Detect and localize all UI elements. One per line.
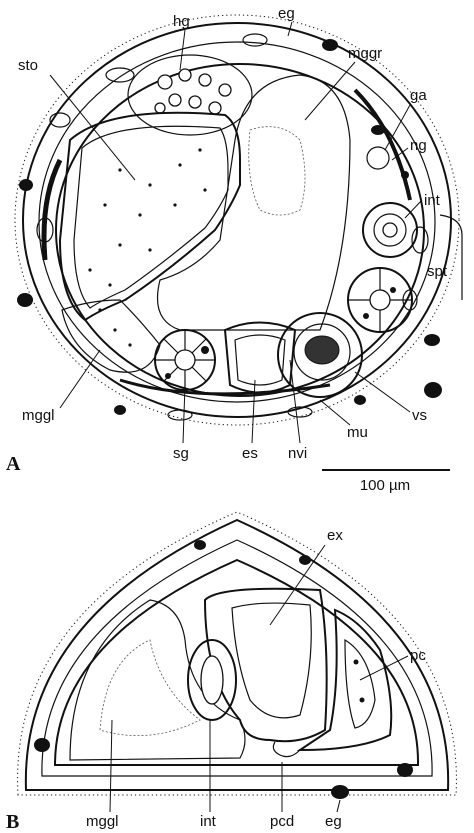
label-int-b: int (200, 813, 217, 830)
label-hg: hg (173, 13, 190, 30)
head-gland-vesicle (199, 74, 211, 86)
salivary-gland-nucleus (201, 346, 209, 354)
ventral-sac-core (305, 336, 339, 364)
epidermal-gland-b (331, 785, 349, 799)
panel-a-labels: hg eg sto mggr ga ng int spt mggl sg es … (6, 5, 450, 494)
label-mggr: mggr (348, 45, 382, 62)
label-mggl-a: mggl (22, 407, 55, 424)
heart-nucleus (360, 698, 365, 703)
epidermal-gland (424, 334, 440, 346)
label-ex: ex (327, 527, 343, 544)
panel-letter-a: A (6, 453, 21, 475)
label-mggl-b: mggl (86, 813, 119, 830)
leader-sto (50, 75, 135, 180)
intestine-gland-nucleus (390, 287, 396, 293)
label-sg: sg (173, 445, 189, 462)
excretory-organ (205, 589, 327, 742)
leader-mu (320, 400, 350, 425)
label-es: es (242, 445, 258, 462)
epidermal-gland (19, 179, 33, 191)
epidermal-gland (17, 293, 33, 307)
epidermal-gland (114, 405, 126, 415)
label-spt: spt (427, 263, 448, 280)
epidermal-gland-b (397, 763, 413, 777)
intestine-b-lumen (201, 656, 223, 704)
head-gland-vesicle (179, 69, 191, 81)
head-gland-vesicle (158, 75, 172, 89)
head-gland-vesicle (209, 102, 221, 114)
body-wall (23, 23, 451, 417)
leader-eg-b (337, 800, 340, 812)
leader-ex (270, 545, 325, 625)
label-eg-b: eg (325, 813, 342, 830)
scale-bar-label: 100 µm (360, 477, 410, 494)
panel-a-drawing (15, 15, 462, 425)
left-midgut-gland-lumen-b (100, 640, 200, 736)
label-sto: sto (18, 57, 38, 74)
epidermal-cell (168, 410, 192, 420)
label-mu: mu (347, 424, 368, 441)
panel-b-drawing (18, 512, 457, 799)
label-ga: ga (410, 87, 427, 104)
leader-vs (355, 372, 410, 412)
intestine-lumen (383, 223, 397, 237)
head-gland-vesicle (169, 94, 181, 106)
intestine-gland-lumen (370, 290, 390, 310)
leader-mggr (305, 62, 355, 120)
epidermal-gland-b (34, 738, 50, 752)
head-gland-vesicle (155, 103, 165, 113)
midgut-gland-lumen (249, 127, 305, 215)
head-gland-vesicle (219, 84, 231, 96)
leader-sg (183, 385, 185, 443)
intestine-gland-nucleus (363, 313, 369, 319)
heart-nucleus (354, 660, 359, 665)
leader-mggl-a (60, 350, 100, 408)
label-pcd: pcd (270, 813, 294, 830)
panel-letter-b: B (6, 811, 19, 833)
epidermal-gland (322, 39, 338, 51)
heart (345, 640, 375, 728)
label-nvi: nvi (288, 445, 307, 462)
label-vs: vs (412, 407, 427, 424)
epidermal-gland-b (299, 555, 311, 565)
pericardium (300, 610, 391, 750)
leader-es (252, 380, 255, 443)
label-int-a: int (424, 192, 441, 209)
label-eg-a: eg (278, 5, 295, 22)
head-gland-vesicle (189, 96, 201, 108)
nerve-ganglion (401, 171, 409, 179)
label-pc: pc (410, 647, 426, 664)
ganglion (367, 147, 389, 169)
inner-body-cavity (56, 64, 424, 396)
epidermal-cell (106, 68, 134, 82)
leader-nvi (290, 360, 300, 443)
epidermal-gland (371, 125, 385, 135)
epidermal-gland-b (194, 540, 206, 550)
epidermal-gland (354, 395, 366, 405)
epidermal-gland (424, 382, 442, 398)
epidermal-cell (243, 34, 267, 46)
excretory-lumen (232, 603, 311, 718)
pericardial-duct (273, 742, 300, 757)
stomach-stippling (88, 148, 206, 346)
label-ng: ng (410, 137, 427, 154)
salivary-gland-nucleus (165, 373, 171, 379)
